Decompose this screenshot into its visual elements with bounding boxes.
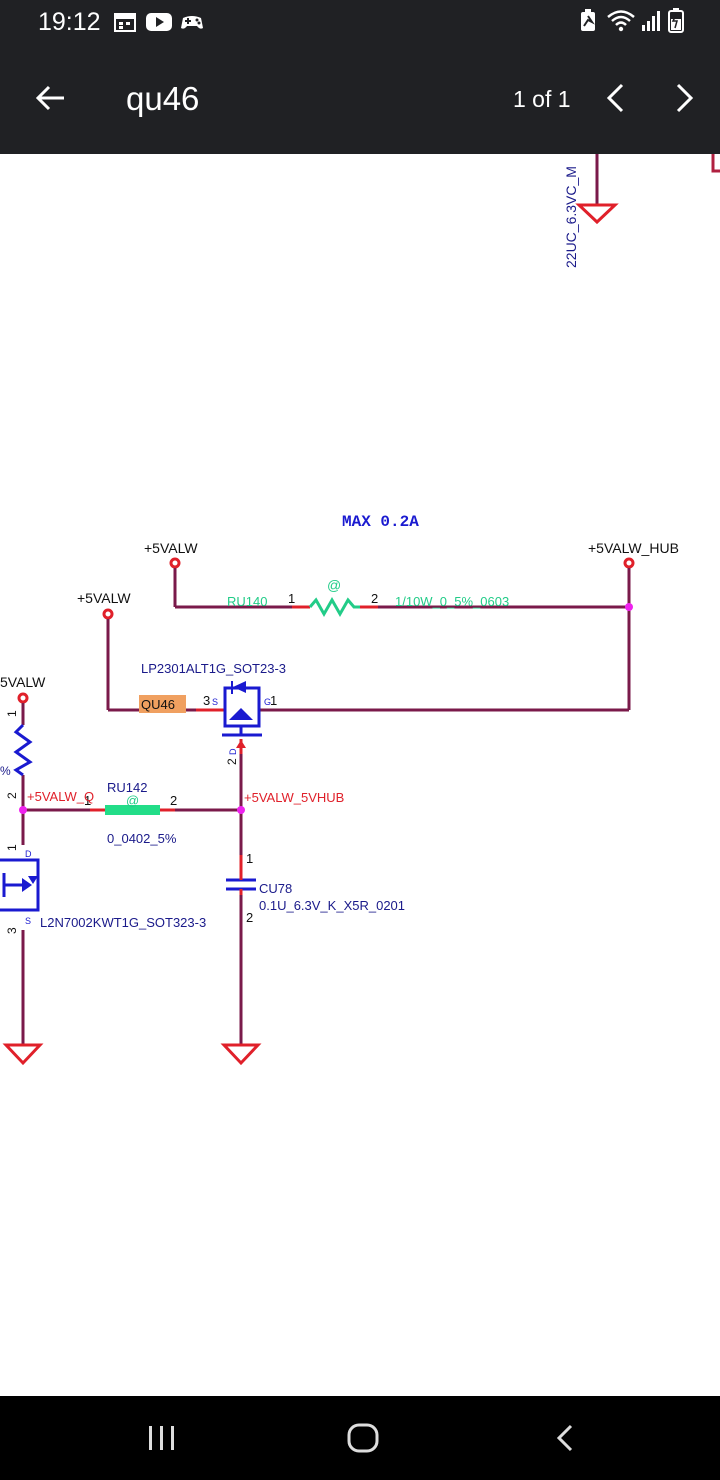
document-title: qu46 (126, 80, 200, 117)
qu46-body-arrow (229, 708, 253, 720)
schematic-viewer[interactable]: 22UC_6.3VC_M MAX 0.2A +5VALW +5VALW 5VAL… (0, 154, 720, 1396)
signal-icon (642, 11, 660, 31)
terminal-5valw-c (17, 692, 29, 704)
ground-symbol-right (220, 1043, 262, 1066)
terminal-5valw-b (102, 608, 114, 620)
battery-icon (668, 8, 684, 33)
ru140-resistor-symbol (308, 596, 360, 618)
next-result-button[interactable] (672, 82, 698, 114)
ru142-value: 0_0402_5% (107, 831, 177, 846)
status-bar: 19:12 (0, 0, 720, 44)
wire-top-right (711, 154, 720, 173)
back-arrow-icon[interactable] (34, 82, 66, 114)
net-label-5valw-hub: +5VALW_HUB (588, 540, 679, 556)
ru140-ref: RU140 (227, 594, 267, 609)
status-time: 19:12 (38, 8, 101, 36)
terminal-5valw-hub (623, 557, 635, 569)
battery-saver-icon (581, 9, 595, 31)
net-5valw-q: +5VALW_Q (27, 789, 94, 804)
navigation-bar (0, 1396, 720, 1480)
qu46-pin2-d: D (228, 748, 238, 755)
net-5valw-5vhub: +5VALW_5VHUB (244, 790, 344, 805)
wires (21, 568, 631, 1045)
qu46-pin2: 2 (225, 758, 239, 765)
left-res-pin2: 2 (5, 792, 19, 799)
left-resistor-symbol (13, 723, 33, 777)
qu46-pin1: 1 (270, 693, 277, 708)
left-fet-pin1: 1 (5, 844, 19, 851)
left-fet-s: S (25, 916, 31, 926)
ru140-mark: @ (327, 577, 341, 593)
qu46-pin3-s: S (212, 697, 218, 707)
cu78-pin2: 2 (246, 910, 253, 925)
qu46-highlight (139, 695, 186, 713)
schematic-canvas: 22UC_6.3VC_M MAX 0.2A +5VALW +5VALW 5VAL… (0, 154, 720, 1066)
left-fet-d: D (25, 849, 32, 859)
top-cap-label: 22UC_6.3VC_M (563, 166, 579, 268)
power-terminals (17, 557, 635, 704)
qu46-part: LP2301ALT1G_SOT23-3 (141, 661, 286, 676)
left-res-pct: % (0, 764, 11, 778)
search-result-counter: 1 of 1 (513, 86, 571, 112)
previous-result-button[interactable] (602, 82, 628, 114)
left-res-pin1: 1 (5, 710, 19, 717)
ru140-pin1: 1 (288, 591, 295, 606)
ground-symbol-left (2, 1043, 44, 1066)
youtube-icon (146, 13, 172, 31)
terminal-5valw-a (169, 557, 181, 569)
ru140-pin2: 2 (371, 591, 378, 606)
calendar-icon (114, 13, 136, 32)
qu46-pin3: 3 (203, 693, 210, 708)
back-button[interactable] (552, 1422, 578, 1454)
junction-dots (19, 603, 633, 814)
ru140-value: 1/10W_0_5%_0603 (395, 594, 509, 609)
ru142-resistor-symbol (105, 805, 160, 815)
net-label-5valw-a: +5VALW (144, 540, 198, 556)
qu46-pin1-g: G (264, 697, 271, 707)
pin-stubs (90, 605, 378, 812)
app-bar: qu46 1 of 1 (0, 44, 720, 154)
ground-symbol-top (575, 203, 619, 225)
qu46-ref: QU46 (141, 697, 175, 712)
net-label-5valw-c: 5VALW (0, 674, 46, 690)
gamepad-icon (181, 16, 203, 29)
ru142-mark: @ (126, 793, 139, 808)
cu78-pin1: 1 (246, 851, 253, 866)
ru142-pin2: 2 (170, 793, 177, 808)
max-current-label: MAX 0.2A (342, 513, 419, 531)
left-fet-symbol (0, 858, 40, 912)
ru142-pin1: 1 (84, 793, 91, 808)
left-fet-part: L2N7002KWT1G_SOT323-3 (40, 915, 206, 930)
net-label-5valw-b: +5VALW (77, 590, 131, 606)
qu46-diode-arrow (233, 681, 246, 693)
ru142-ref: RU142 (107, 780, 147, 795)
left-fet-pin3: 3 (5, 927, 19, 934)
home-button[interactable] (346, 1422, 380, 1454)
cu78-symbol (226, 878, 256, 891)
wifi-icon (607, 10, 635, 32)
cu78-value: 0.1U_6.3V_K_X5R_0201 (259, 898, 405, 913)
recent-apps-button[interactable] (146, 1424, 178, 1452)
cu78-ref: CU78 (259, 881, 292, 896)
